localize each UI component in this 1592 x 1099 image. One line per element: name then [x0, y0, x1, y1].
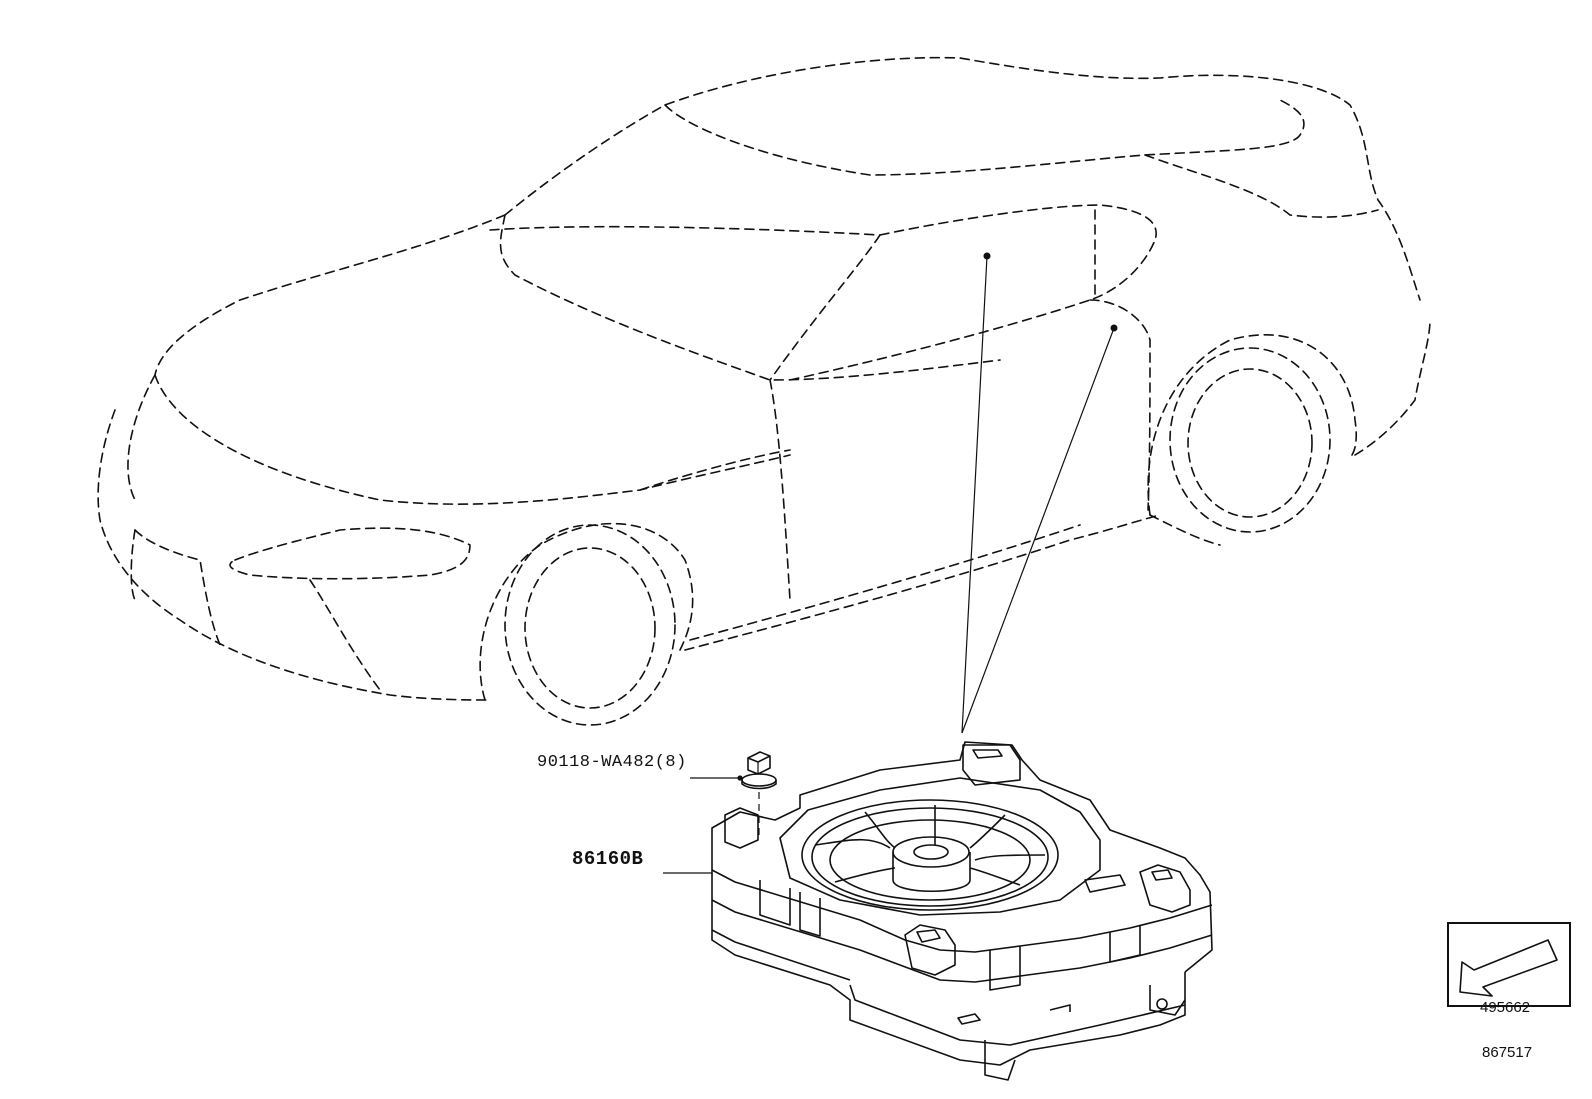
bolt-part-number: 90118-WA482(8): [537, 753, 687, 772]
subwoofer-speaker-icon: [711, 741, 1213, 1081]
front-direction-arrow-icon: [1447, 922, 1571, 1007]
page-number: 867517: [1482, 1044, 1533, 1061]
speaker-part-number: 86160B: [572, 848, 644, 870]
location-leader-lines: [961, 252, 1118, 734]
car-outline-icon: [97, 56, 1431, 726]
illustration-number: 495662: [1480, 999, 1531, 1016]
flange-bolt-icon: [690, 751, 777, 840]
